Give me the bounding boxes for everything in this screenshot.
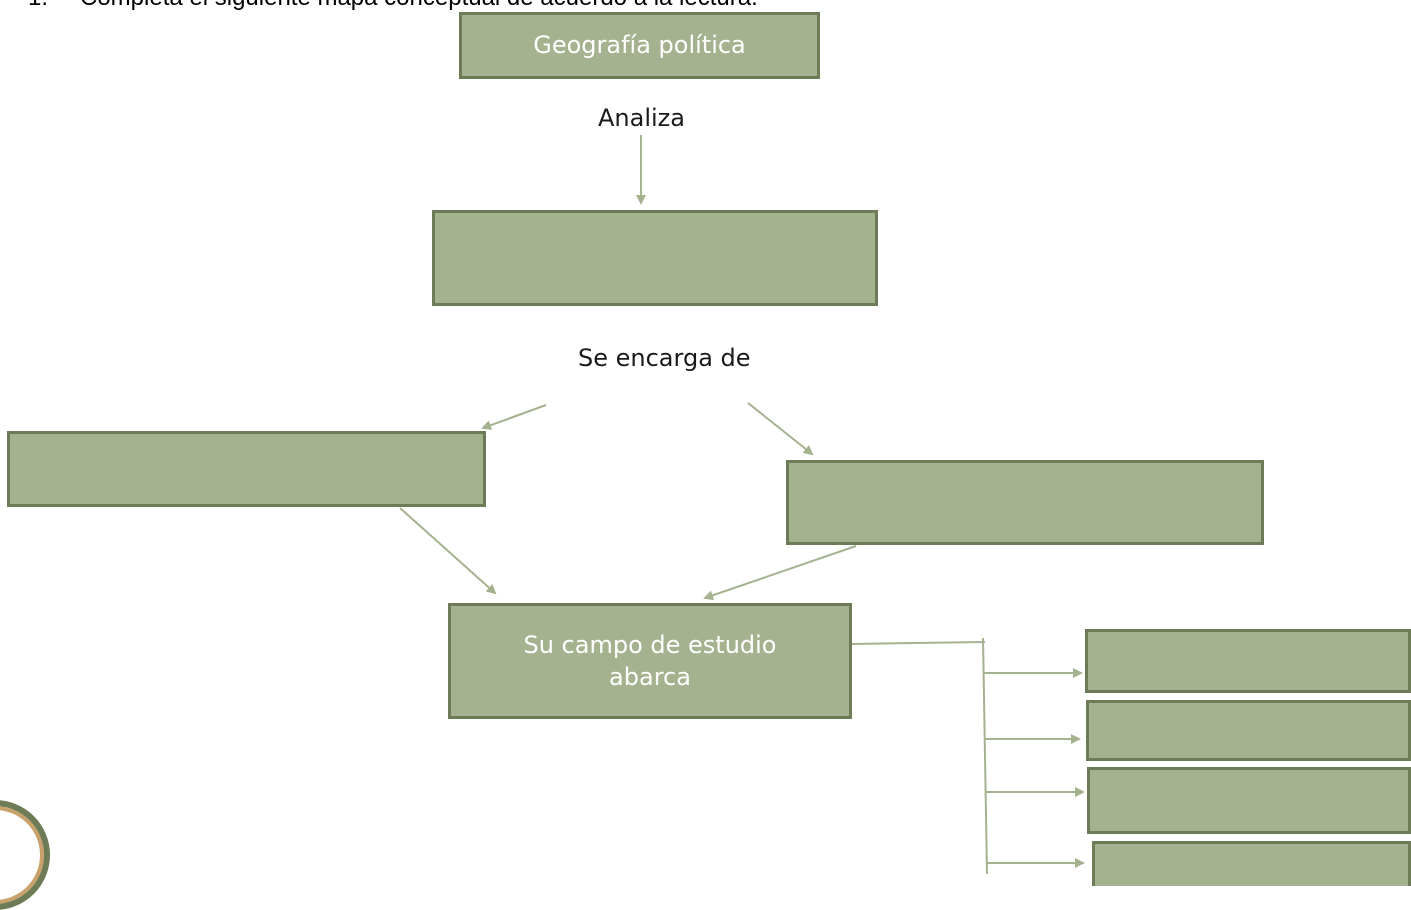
field-of-study-label: Su campo de estudio abarca — [523, 630, 777, 691]
analiza-blank-box[interactable] — [432, 210, 878, 306]
right-blank-box[interactable] — [786, 460, 1264, 545]
bracket-horizontal — [850, 641, 986, 645]
arrow-to-right-box — [747, 402, 814, 456]
instruction-body: Completa el siguiente mapa conceptual de… — [80, 0, 758, 11]
connector-lines — [399, 135, 1085, 875]
instruction-number: 1. — [28, 0, 80, 12]
branch-box-4[interactable] — [1092, 841, 1411, 886]
arrow-right-to-field — [703, 545, 857, 601]
branch-box-1[interactable] — [1085, 629, 1411, 693]
branch-box-2[interactable] — [1086, 700, 1411, 761]
left-blank-box[interactable] — [7, 431, 486, 507]
link-label-se-encarga: Se encarga de — [578, 344, 751, 372]
branch-box-3[interactable] — [1087, 767, 1411, 834]
bracket-vertical — [982, 637, 988, 875]
instruction-text: 1.Completa el siguiente mapa conceptual … — [28, 0, 758, 12]
link-label-analiza: Analiza — [598, 104, 685, 132]
field-of-study-node: Su campo de estudio abarca — [448, 603, 852, 719]
root-node-label: Geografía política — [533, 31, 746, 60]
arrow-left-to-field — [399, 507, 497, 595]
root-node: Geografía política — [459, 12, 820, 79]
arrow-to-left-box — [481, 404, 547, 430]
